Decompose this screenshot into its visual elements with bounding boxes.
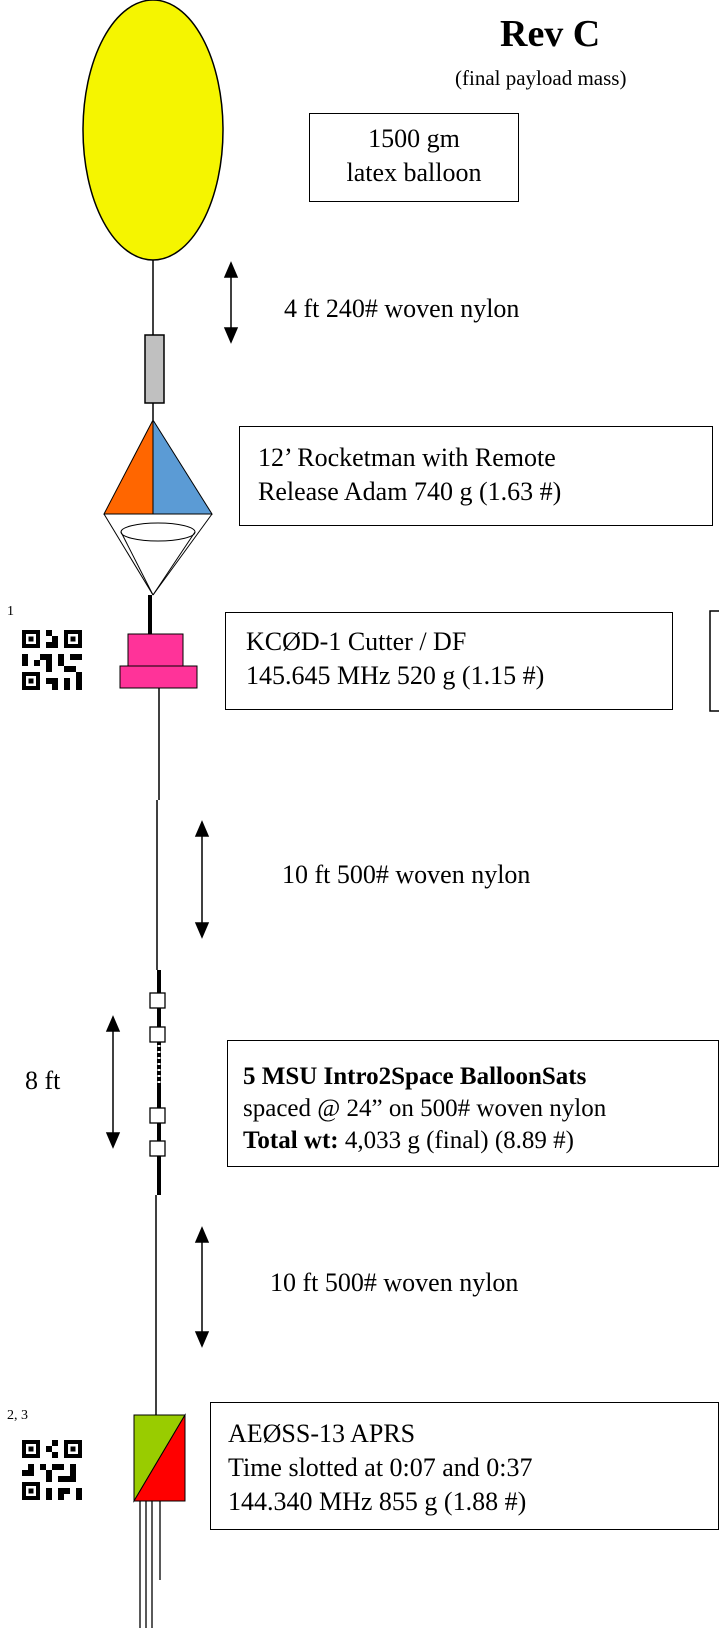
arrow-tether-2 — [194, 820, 210, 939]
cutter-bottom-block — [119, 665, 198, 689]
aprs-label-box: AEØSS-13 APRS Time slotted at 0:07 and 0… — [210, 1402, 719, 1530]
arrow-tether-1 — [223, 261, 239, 344]
parachute-left-half — [103, 419, 154, 515]
qr-code-icon — [22, 1440, 82, 1500]
page-title: Rev C — [500, 13, 601, 55]
balloonsats-label-box: 5 MSU Intro2Space BalloonSats spaced @ 2… — [227, 1040, 719, 1167]
parachute-right-half — [152, 418, 213, 515]
total-weight-label: Total wt: — [243, 1127, 339, 1154]
cutter-top-block — [127, 633, 184, 667]
balloon-label-line2: latex balloon — [346, 158, 482, 187]
parachute-ring — [120, 522, 196, 542]
cutter-label-line1: KCØD-1 Cutter / DF — [246, 627, 467, 656]
aprs-label-line1: AEØSS-13 APRS — [228, 1419, 416, 1448]
tether-1-label: 4 ft 240# woven nylon — [284, 294, 520, 323]
balloonsats-label-line3: Total wt: 4,033 g (final) (8.89 #) — [243, 1125, 718, 1157]
parachute-label-line2: Release Adam 740 g (1.63 #) — [258, 477, 562, 506]
cutter-label-line2: 145.645 MHz 520 g (1.15 #) — [246, 661, 545, 690]
total-weight-value: 4,033 g (final) (8.89 #) — [338, 1127, 574, 1154]
parachute-label-line1: 12’ Rocketman with Remote — [258, 443, 556, 472]
tether-3-label: 10 ft 500# woven nylon — [270, 1268, 519, 1297]
tether-2-label: 10 ft 500# woven nylon — [282, 860, 531, 889]
balloonsat-box — [149, 992, 166, 1009]
cutter-footnote: 1 — [7, 604, 14, 619]
balloonsat-box — [149, 1107, 166, 1124]
balloonsat-box — [149, 1026, 166, 1043]
balloonsats-label-line1: 5 MSU Intro2Space BalloonSats — [243, 1063, 587, 1090]
balloonsats-span-label: 8 ft — [25, 1066, 61, 1095]
balloonsats-label-line2: spaced @ 24” on 500# woven nylon — [243, 1095, 607, 1122]
arrow-balloonsats-span — [105, 1015, 121, 1149]
aprs-footnote: 2, 3 — [7, 1408, 28, 1423]
balloon-shape — [82, 0, 224, 261]
aprs-label-line3: 144.340 MHz 855 g (1.88 #) — [228, 1487, 527, 1516]
qr-code-icon — [22, 630, 82, 690]
cutter-label-box: KCØD-1 Cutter / DF 145.645 MHz 520 g (1.… — [225, 612, 673, 710]
swivel-shape — [144, 334, 165, 404]
aprs-label-line2: Time slotted at 0:07 and 0:37 — [228, 1453, 533, 1482]
balloon-label-box: 1500 gm latex balloon — [309, 113, 519, 202]
balloon-label-line1: 1500 gm — [368, 124, 460, 153]
page-subtitle: (final payload mass) — [455, 66, 627, 90]
parachute-label-box: 12’ Rocketman with Remote Release Adam 7… — [239, 426, 713, 526]
arrow-tether-3 — [194, 1226, 210, 1348]
offscreen-box-edge — [709, 610, 719, 712]
balloonsat-box — [149, 1140, 166, 1157]
